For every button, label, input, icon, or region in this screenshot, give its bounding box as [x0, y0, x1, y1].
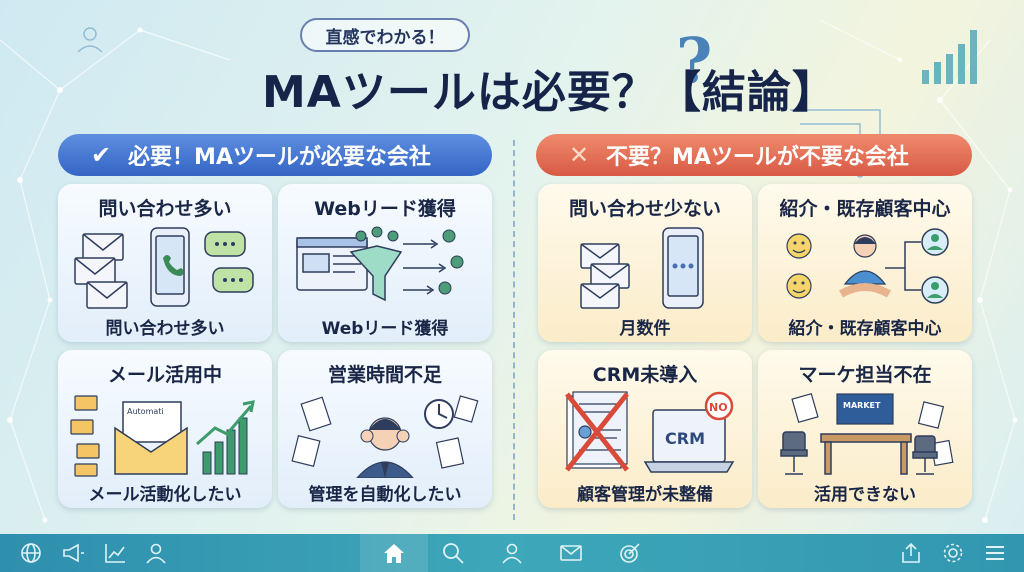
card-email-usage: メール活用中 Automati メール活動化したい — [58, 350, 272, 508]
section-header-needed: ✔ 必要！MAツールが必要な会社 — [58, 134, 492, 176]
automation-label: Automati — [127, 407, 164, 416]
card-caption: 顧客管理が未整備 — [577, 485, 713, 505]
mail-phone-chat-illustration — [74, 227, 254, 309]
card-no-marketer: マーケ担当不在 MARKET 活用できない — [758, 350, 972, 508]
card-few-inquiries: 問い合わせ少ない 月数件 — [538, 184, 752, 342]
crm-laptop-illustration: CRM NO — [565, 391, 735, 473]
card-caption: 紹介・既存顧客中心 — [788, 319, 942, 339]
card-caption: 活用できない — [814, 485, 916, 505]
page-title: MAツールは必要？【結論】 — [262, 67, 837, 118]
megaphone-icon[interactable] — [60, 541, 86, 565]
settings-icon[interactable] — [940, 541, 966, 565]
card-many-inquiries: 問い合わせ多い 問い合わせ多い — [58, 184, 272, 342]
home-icon[interactable] — [381, 541, 407, 565]
busy-salesperson-illustration — [291, 395, 479, 478]
section-label-needed: 必要！MAツールが必要な会社 — [128, 145, 431, 170]
card-caption: 管理を自動化したい — [308, 485, 462, 505]
card-caption: メール活動化したい — [88, 485, 242, 505]
card-caption: 月数件 — [619, 319, 671, 339]
question-mark-decoration: ? — [676, 24, 713, 97]
bottom-nav-bar — [0, 534, 1024, 572]
card-title: 問い合わせ多い — [98, 198, 232, 220]
card-caption: Webリード獲得 — [321, 319, 449, 339]
card-referral-existing: 紹介・既存顧客中心 紹介・既存顧客中心 — [758, 184, 972, 342]
search-icon[interactable] — [440, 541, 466, 565]
card-title: 紹介・既存顧客中心 — [779, 198, 951, 220]
card-title: Webリード獲得 — [314, 198, 456, 220]
section-header-not-needed: ✕ 不要？MAツールが不要な会社 — [536, 134, 972, 176]
card-title: 問い合わせ少ない — [568, 198, 721, 220]
no-badge: NO — [709, 401, 728, 414]
few-mail-phone-illustration — [580, 227, 704, 309]
card-title: メール活用中 — [107, 364, 222, 386]
market-monitor-label: MARKET — [843, 401, 881, 410]
section-divider — [513, 140, 515, 520]
target-icon[interactable] — [617, 541, 643, 565]
check-icon: ✔ — [90, 141, 112, 169]
menu-icon[interactable] — [982, 541, 1008, 565]
chart-icon[interactable] — [102, 541, 128, 565]
empty-office-illustration: MARKET — [780, 392, 954, 475]
card-sales-time-shortage: 営業時間不足 管理を自動化したい — [278, 350, 492, 508]
share-icon[interactable] — [898, 541, 924, 565]
email-growth-illustration: Automati — [70, 395, 255, 477]
tagline-badge: 直感でわかる！ — [300, 18, 470, 52]
card-title: CRM未導入 — [592, 364, 698, 386]
crm-label: CRM — [665, 429, 705, 448]
section-label-not-needed: 不要？MAツールが不要な会社 — [606, 145, 909, 170]
mail-icon[interactable] — [558, 541, 584, 565]
card-caption: 問い合わせ多い — [105, 319, 225, 339]
card-title: 営業時間不足 — [327, 364, 442, 386]
card-web-leads: Webリード獲得 Webリード獲得 — [278, 184, 492, 342]
funnel-leads-illustration — [296, 226, 464, 302]
card-no-crm: CRM未導入 CRM NO 顧客管理が未整備 — [538, 350, 752, 508]
globe-icon[interactable] — [18, 541, 44, 565]
cross-icon: ✕ — [568, 141, 590, 169]
card-title: マーケ担当不在 — [798, 364, 932, 386]
user-icon[interactable] — [143, 541, 169, 565]
profile-icon[interactable] — [499, 541, 525, 565]
referral-network-illustration — [786, 228, 949, 304]
